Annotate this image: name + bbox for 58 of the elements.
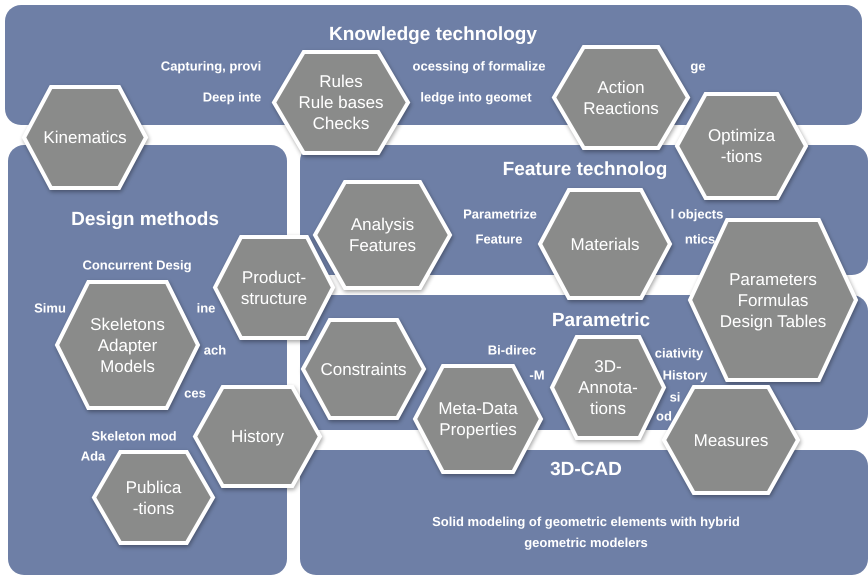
panel-title: Feature technolog [502, 159, 668, 181]
hexagon-label: Skeletons [90, 314, 165, 334]
panel-text: ledge into geomet [420, 90, 532, 104]
panel-text: ciativity [654, 346, 704, 360]
panel-text: ach [204, 342, 226, 358]
hexagon-label: Kinematics [43, 127, 127, 148]
hexagon-label: Constraints [320, 358, 406, 380]
hexagon-label: Measures [694, 430, 768, 450]
hexagon-label: Optimiza [708, 125, 776, 146]
hexagon-label: Checks [312, 113, 370, 134]
hexagon-label: Formulas [738, 290, 808, 310]
hexagon-label: Rules [319, 71, 363, 92]
hexagon-label: Rule bases [298, 92, 384, 113]
panel-title: 3D-CAD [550, 459, 622, 481]
hexagon-label: structure [240, 288, 308, 308]
hexagon-label: Models [100, 356, 155, 376]
hexagon-label: 3D- [594, 356, 622, 377]
panel-text: Skeleton mod [91, 428, 177, 444]
hexagon-label: -tions [132, 498, 174, 518]
hexagon-label: Materials [570, 234, 640, 254]
hexagon-label: Design Tables [720, 310, 826, 332]
panel-text: ocessing of formalize [412, 58, 546, 74]
hexagon-label: Properties [439, 419, 517, 440]
panel-text: Parametrize [463, 206, 537, 222]
hexagon-label: Features [348, 235, 416, 256]
panel-text: ge [690, 58, 706, 74]
panel-text: ntics [684, 232, 716, 246]
panel-text: Ada [80, 448, 106, 464]
hexagon-label: Meta-Data [438, 398, 518, 419]
panel-text: Concurrent Desig [82, 258, 192, 272]
hexagon-label: Parameters [729, 268, 817, 290]
panel-text: Simu [34, 300, 66, 316]
panel-title: Knowledge technology [329, 24, 537, 46]
hexagon-label: tions [590, 398, 626, 419]
hexagon-label: -tions [720, 146, 762, 167]
panel-text: ces [184, 386, 206, 400]
panel-text: Feature [476, 232, 522, 246]
panel-text: Bi-direc [488, 342, 536, 358]
hexagon-label: History [231, 426, 284, 447]
hexagon-label: Analysis [350, 214, 414, 235]
panel-text: l objects [670, 206, 724, 222]
hexagon-label: Adapter [98, 334, 158, 356]
hexagon-label: Action [597, 76, 645, 98]
panel-text: Capturing, provi [160, 58, 262, 74]
panel-text: Solid modeling of geometric elements with hybrid geometric modelers [431, 513, 741, 552]
hexagon-label: Publica [126, 476, 182, 498]
hexagon-label: Annota- [578, 377, 638, 398]
panel-text: ine [196, 300, 216, 316]
hexagon-label: Product- [242, 266, 306, 288]
panel-text: Deep inte [202, 90, 262, 104]
panel [300, 450, 868, 575]
panel-text: od [656, 408, 672, 424]
panel-title: Design methods [71, 209, 219, 231]
panel-text: History [662, 368, 708, 382]
panel-title: Parametric [552, 310, 650, 332]
panel-text: -M [529, 368, 545, 382]
hexagon-label: Reactions [583, 98, 659, 118]
panel-text: si [670, 390, 680, 404]
